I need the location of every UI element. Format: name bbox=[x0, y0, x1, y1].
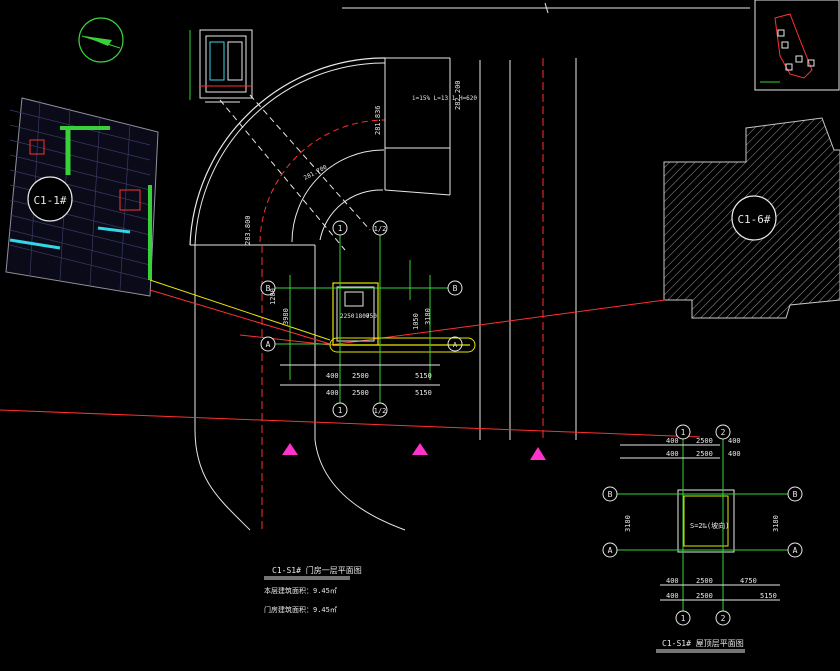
svg-text:4750: 4750 bbox=[740, 577, 757, 585]
svg-text:750: 750 bbox=[366, 313, 377, 320]
dim-283: 283.800 bbox=[244, 215, 252, 245]
drawing-notes: C1-S1# 门房一层平面图 本层建筑面积：9.45㎡ 门房建筑面积：9.45㎡… bbox=[264, 565, 745, 653]
svg-text:A: A bbox=[793, 546, 798, 555]
svg-text:B: B bbox=[608, 490, 613, 499]
svg-text:1800: 1800 bbox=[355, 313, 370, 320]
svg-text:3180: 3180 bbox=[772, 515, 780, 532]
elevation-markers bbox=[282, 443, 546, 460]
svg-text:2500: 2500 bbox=[352, 372, 369, 380]
svg-text:A: A bbox=[608, 546, 613, 555]
roof-plan: S=2‰(坡向) 1 2 1 2 B B A A 400 2500 400 40… bbox=[602, 424, 803, 626]
svg-text:2500: 2500 bbox=[696, 450, 713, 458]
axis-b-right: B bbox=[453, 284, 458, 293]
lift-detail bbox=[189, 29, 253, 103]
svg-text:2500: 2500 bbox=[696, 592, 713, 600]
svg-text:3180: 3180 bbox=[424, 308, 432, 325]
north-arrow-icon bbox=[78, 17, 124, 63]
svg-text:5150: 5150 bbox=[760, 592, 777, 600]
svg-text:1050: 1050 bbox=[412, 313, 420, 330]
building-c1-1-label: C1-1# bbox=[33, 194, 66, 207]
roof-slope-note: S=2‰(坡向) bbox=[690, 521, 729, 530]
ramp-note: i=15% L=13.1 H=620 bbox=[412, 95, 477, 102]
curved-ramp: i=15% L=13.1 H=620 281.836 282.200 283.8… bbox=[189, 57, 477, 251]
svg-text:400: 400 bbox=[326, 389, 339, 397]
svg-text:2500: 2500 bbox=[352, 389, 369, 397]
svg-text:2250: 2250 bbox=[340, 313, 355, 320]
dimensions-main: 400 2500 5150 400 2500 5150 2250 1800 75… bbox=[269, 288, 432, 397]
svg-text:1: 1 bbox=[681, 428, 686, 437]
axis-b-left: B bbox=[266, 284, 271, 293]
svg-text:A: A bbox=[453, 341, 458, 349]
svg-text:1: 1 bbox=[681, 614, 686, 623]
building-c1-6: C1-6# bbox=[663, 117, 840, 319]
axis-bubbles-main: B B A 1 1/2 1 1/2 bbox=[260, 220, 463, 418]
svg-text:2: 2 bbox=[721, 614, 726, 623]
svg-text:400: 400 bbox=[728, 437, 741, 445]
svg-text:3980: 3980 bbox=[282, 308, 290, 325]
svg-text:400: 400 bbox=[666, 450, 679, 458]
svg-text:400: 400 bbox=[666, 592, 679, 600]
svg-text:5150: 5150 bbox=[415, 372, 432, 380]
area-total-note: 门房建筑面积：9.45㎡ bbox=[264, 605, 337, 614]
svg-text:400: 400 bbox=[666, 577, 679, 585]
svg-text:1200: 1200 bbox=[269, 288, 277, 305]
svg-text:2: 2 bbox=[721, 428, 726, 437]
dim-281: 281.836 bbox=[374, 105, 382, 135]
gate-plan-title: C1-S1# 门房一层平面图 bbox=[272, 565, 362, 575]
axis-1-top: 1 bbox=[338, 224, 343, 233]
svg-text:2500: 2500 bbox=[696, 437, 713, 445]
svg-text:2500: 2500 bbox=[696, 577, 713, 585]
key-plan bbox=[342, 0, 840, 91]
building-c1-1: C1-1# bbox=[5, 97, 159, 297]
svg-text:B: B bbox=[793, 490, 798, 499]
axis-1-bottom: 1 bbox=[338, 406, 343, 415]
area-base-note: 本层建筑面积：9.45㎡ bbox=[264, 586, 337, 595]
svg-text:400: 400 bbox=[666, 437, 679, 445]
svg-text:400: 400 bbox=[326, 372, 339, 380]
gate-house-plan: A bbox=[268, 230, 476, 410]
axis-a-left: A bbox=[266, 340, 271, 349]
axis-12-top: 1/2 bbox=[374, 225, 387, 233]
axis-12-bottom: 1/2 bbox=[374, 407, 387, 415]
dim-282: 282.200 bbox=[454, 80, 462, 110]
roof-plan-title: C1-S1# 屋顶层平面图 bbox=[662, 639, 744, 648]
svg-text:5150: 5150 bbox=[415, 389, 432, 397]
building-c1-6-label: C1-6# bbox=[737, 213, 770, 226]
svg-text:3180: 3180 bbox=[624, 515, 632, 532]
svg-text:400: 400 bbox=[728, 450, 741, 458]
